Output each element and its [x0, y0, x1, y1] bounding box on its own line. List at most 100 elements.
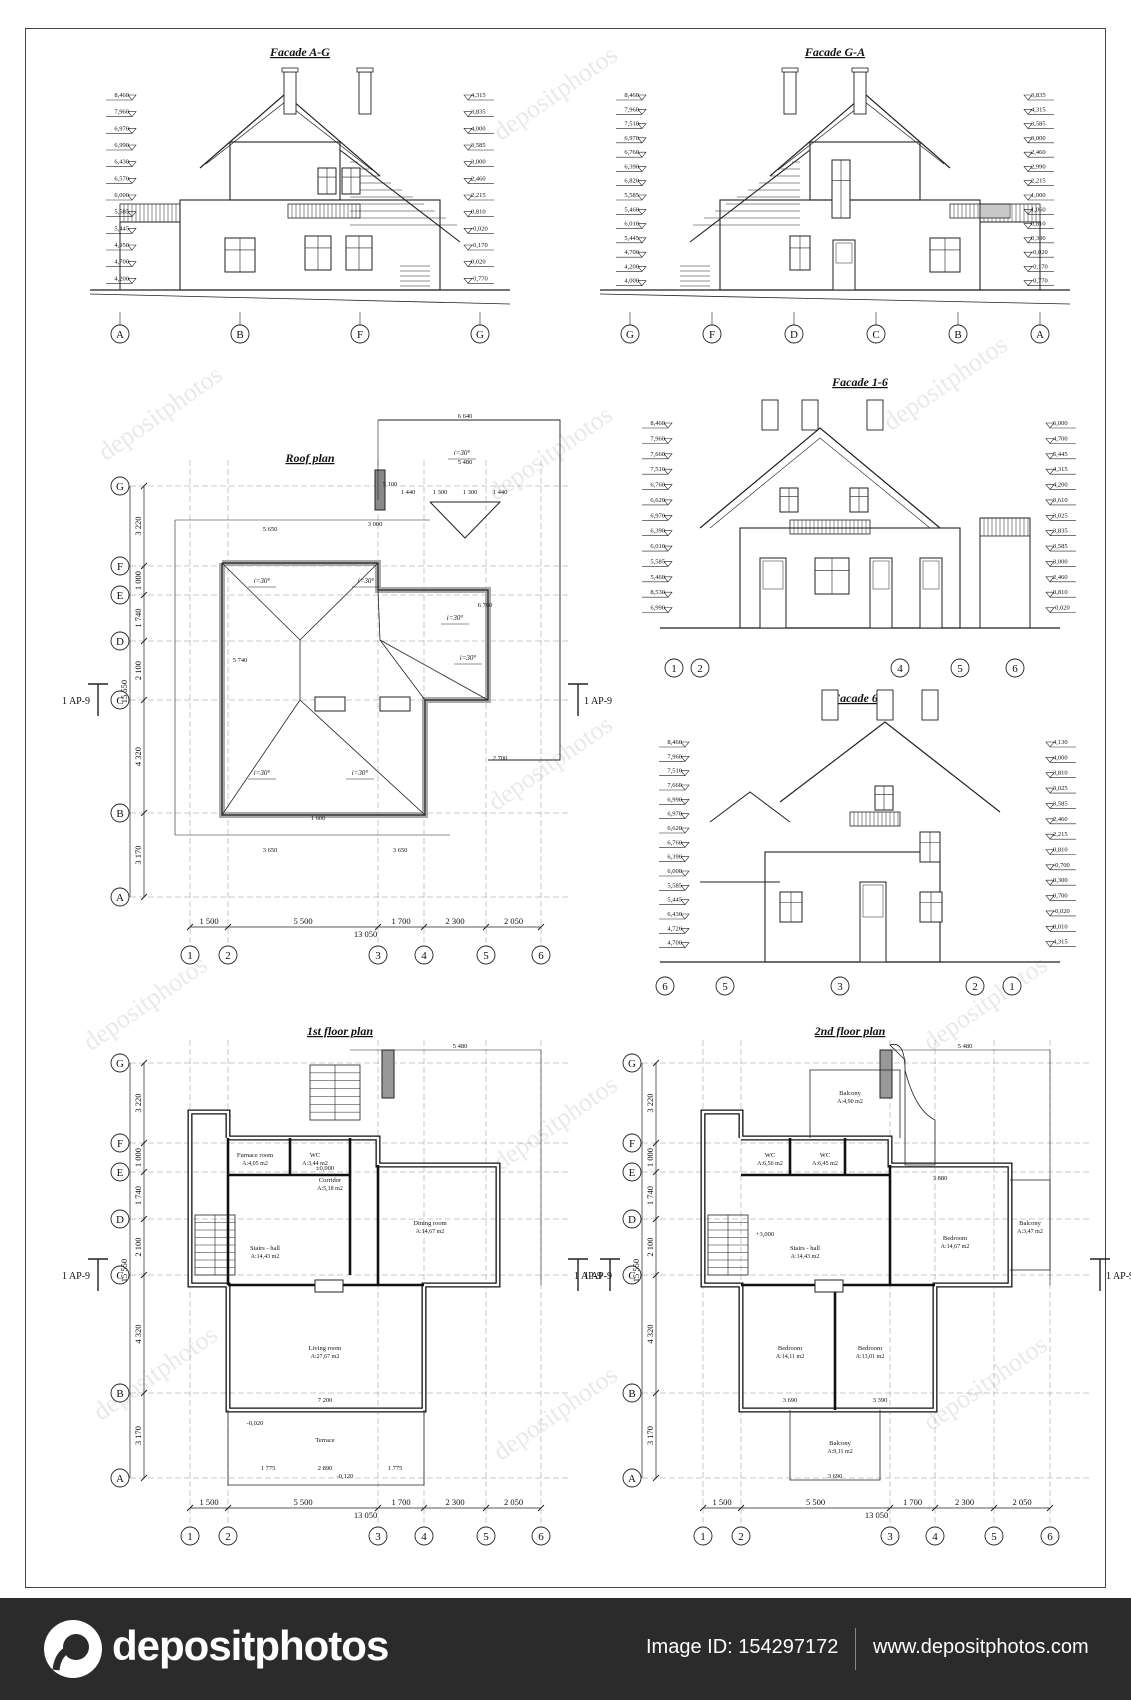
facade-16-view: Facade 1-68,4607,9607,6607,5106,7606,620… [642, 375, 1076, 678]
dimension-label: 1 500 [712, 1497, 731, 1507]
level-label: 6,990 [667, 796, 682, 803]
brand-name[interactable]: depositphotos [112, 1622, 389, 1669]
level-label: 5,585 [624, 192, 639, 199]
grid-axis-label: D [628, 1214, 636, 1226]
view-title: Roof plan [284, 451, 334, 465]
view-title: Facade G-A [804, 45, 865, 59]
view-title: Facade 6-1 [831, 691, 888, 705]
level-label: 3,610 [1053, 497, 1068, 504]
dimension-label: 1 740 [645, 1186, 655, 1205]
grid-axis-label: A [116, 329, 124, 341]
level-marker-icon [1023, 280, 1033, 287]
level-marker-icon [1023, 137, 1033, 144]
dimension-label: 2 050 [1012, 1497, 1031, 1507]
grid-axis-bubble [218, 945, 238, 965]
level-marker-icon [1023, 166, 1033, 172]
level-marker-icon [663, 515, 673, 521]
drawing-line [140, 809, 148, 817]
grid-axis-bubble [620, 324, 640, 344]
level-label: 6,000 [114, 192, 129, 199]
roof-hip [221, 640, 301, 816]
dimension-label: 5 500 [806, 1497, 825, 1507]
level-label: 7,510 [667, 768, 682, 775]
drawing-line [140, 1271, 148, 1279]
level-label: 3,025 [1053, 512, 1068, 519]
level-marker-icon [1023, 237, 1033, 244]
level-label: 3,810 [1053, 770, 1068, 777]
chimney [783, 71, 797, 115]
footer-divider [855, 1628, 856, 1670]
level-marker-icon [127, 178, 137, 184]
grid-axis-bubble [110, 1162, 130, 1182]
roof-inner-line [709, 437, 931, 529]
grid-axis-label: 3 [887, 1531, 893, 1543]
level-marker-icon [1045, 561, 1055, 567]
level-label: 4,700 [624, 249, 639, 256]
drawing-line [140, 1139, 148, 1147]
level-label: 0,300 [1031, 235, 1046, 242]
room-name: WC [820, 1152, 830, 1159]
drawing-line [140, 1215, 148, 1223]
level-marker-icon [463, 144, 473, 151]
level-marker-icon [680, 770, 690, 777]
grid-axis-bubble [622, 1468, 642, 1488]
level-marker-icon [1045, 515, 1055, 521]
balcony-outline [789, 1410, 881, 1481]
level-label: 5,445 [667, 897, 682, 904]
floor-mark: -0,020 [247, 1420, 264, 1427]
grid-axis-bubble [414, 1526, 434, 1546]
floor-mark: 1 775 [388, 1465, 403, 1472]
grid-axis-bubble [655, 976, 675, 996]
drawing-line [89, 293, 511, 305]
view-title: 2nd floor plan [814, 1024, 886, 1038]
level-label: 3,835 [1053, 528, 1068, 535]
level-marker-icon [663, 499, 673, 506]
level-label: 8,010 [1053, 923, 1068, 930]
level-marker-icon [637, 208, 647, 215]
dimension-label: 5 740 [233, 657, 248, 664]
level-label: 7,960 [650, 435, 665, 442]
room-name: Stairs - hall [790, 1245, 820, 1252]
level-marker-icon [637, 137, 647, 144]
grid-axis-bubble [414, 945, 434, 965]
level-marker-icon [663, 484, 673, 491]
dimension-label: 3 170 [645, 1426, 655, 1445]
grid-axis-bubble [110, 476, 130, 496]
level-marker-icon [127, 128, 137, 134]
dimension-label: 1 500 [199, 1497, 218, 1507]
dimension-label: 1 600 [311, 815, 326, 822]
grid-axis-label: B [236, 329, 243, 341]
level-marker-icon [463, 194, 473, 201]
roof-valley [377, 589, 489, 701]
grid-axis-bubble [622, 1133, 642, 1153]
dimension-label: 1 300 [463, 489, 478, 496]
level-marker-icon [637, 251, 647, 258]
website-link[interactable]: www.depositphotos.com [873, 1636, 1089, 1658]
level-label: 4,315 [1053, 466, 1068, 473]
dimension-label: 1 440 [401, 489, 416, 496]
roof-slope-label: i=30° [254, 769, 271, 777]
level-label: 6,000 [667, 868, 682, 875]
grid-axis-label: 4 [897, 663, 903, 675]
grid-axis-label: A [116, 892, 124, 904]
chimney-cap [781, 67, 799, 73]
level-label: 7,660 [667, 782, 682, 789]
dimension-label: 1 000 [133, 1148, 143, 1167]
grid-axis-bubble [1005, 658, 1025, 678]
level-marker-icon [1045, 864, 1055, 871]
total-height-label: 15 550 [631, 1259, 641, 1282]
drawing-line [599, 293, 1071, 305]
level-marker-icon [637, 266, 647, 272]
drawing-line [931, 1504, 939, 1512]
roof-slope-label: i=30° [460, 654, 477, 662]
level-label: 3,000 [1031, 135, 1046, 142]
drawing-line [140, 482, 148, 490]
dimension-label: 2 100 [133, 1237, 143, 1256]
roof-slope-label: i=30° [358, 577, 375, 585]
room-name: Living room [309, 1345, 342, 1352]
drawing-line [537, 1504, 545, 1512]
dimension-label: 2 700 [493, 755, 508, 762]
level-marker-icon [1023, 94, 1033, 101]
drawing-line [140, 893, 148, 901]
